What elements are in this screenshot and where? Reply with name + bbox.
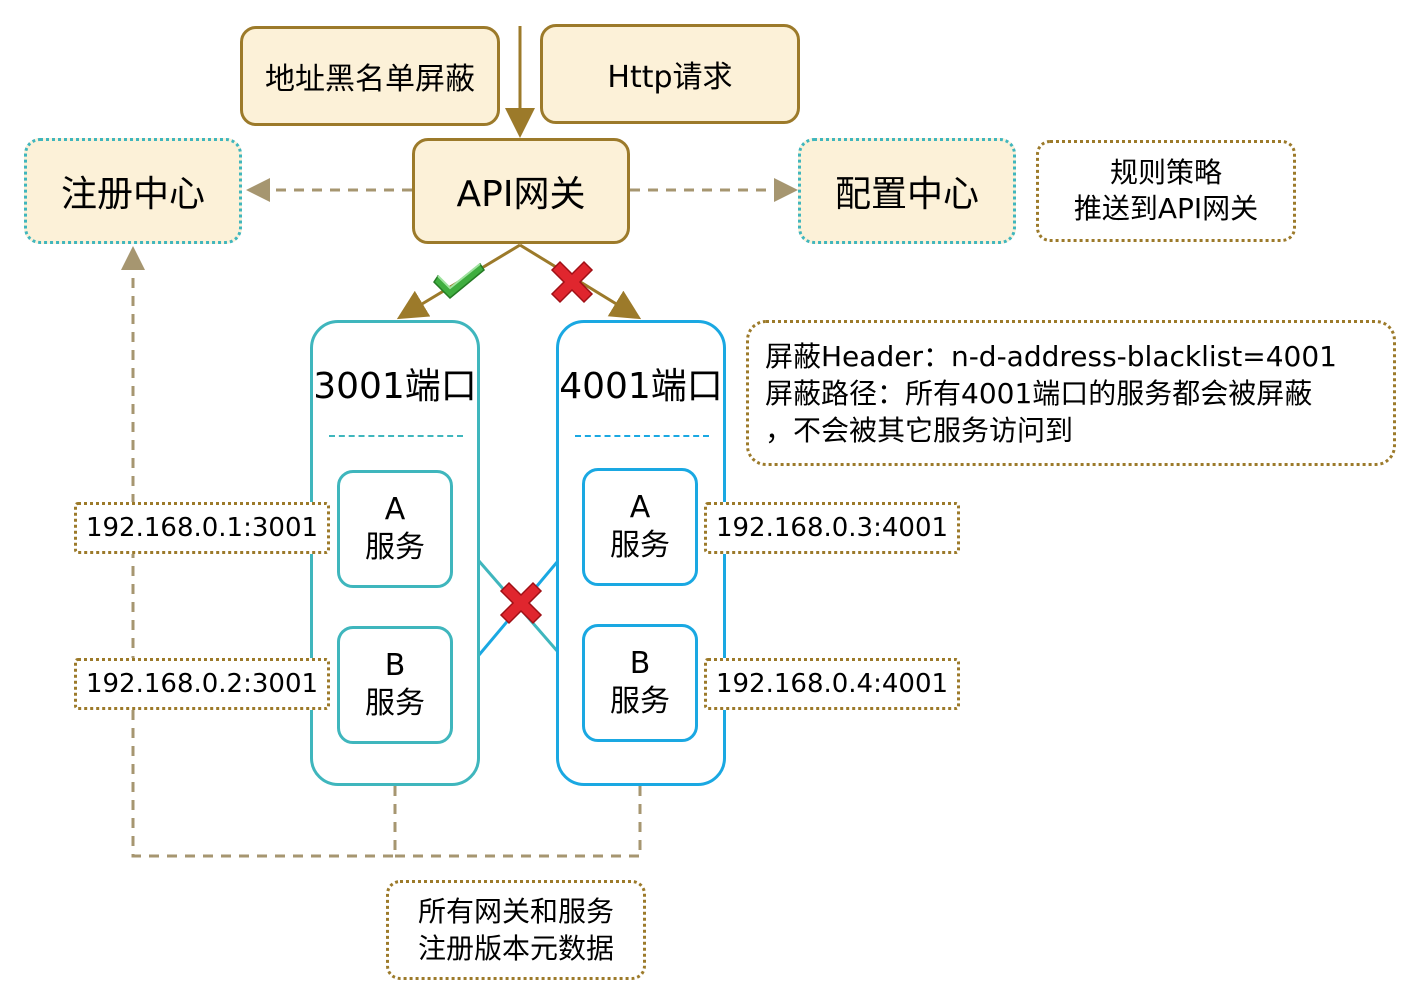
check-icon [433, 262, 486, 300]
service-b-4001-suffix: 服务 [610, 684, 670, 719]
metadata-note: 所有网关和服务 注册版本元数据 [386, 880, 646, 980]
ip-a-4001-text: 192.168.0.3:4001 [715, 513, 949, 543]
service-a-4001-name: A [629, 490, 651, 525]
registry-box: 注册中心 [24, 138, 242, 244]
config-center-label: 配置中心 [834, 174, 979, 215]
metadata-note-line1: 所有网关和服务 [417, 895, 614, 928]
service-a-4001: A 服务 [582, 468, 698, 586]
port-3001-divider [329, 435, 463, 437]
port-3001-title: 3001端口 [313, 366, 477, 407]
service-b-4001: B 服务 [582, 624, 698, 742]
api-gateway-label: API网关 [456, 174, 586, 215]
blacklist-label: 地址黑名单屏蔽 [265, 62, 475, 97]
registry-label: 注册中心 [60, 174, 205, 215]
ip-a-4001: 192.168.0.3:4001 [704, 502, 960, 554]
shield-note-line1: 屏蔽Header：n-d-address-blacklist=4001 [765, 339, 1337, 373]
cross-icon [550, 260, 594, 304]
config-center-box: 配置中心 [798, 138, 1016, 244]
rule-note-line2: 推送到API网关 [1073, 192, 1259, 225]
shield-note: 屏蔽Header：n-d-address-blacklist=4001 屏蔽路径… [746, 320, 1396, 466]
ip-a-3001: 192.168.0.1:3001 [74, 502, 330, 554]
registration-loop-line [121, 246, 397, 858]
shield-note-line3: ，不会被其它服务访问到 [765, 413, 1074, 447]
service-b-3001-name: B [384, 648, 406, 683]
ip-a-3001-text: 192.168.0.1:3001 [85, 513, 319, 543]
http-request-label: Http请求 [607, 60, 733, 95]
port-4001-title: 4001端口 [559, 366, 723, 407]
service-b-3001: B 服务 [337, 626, 453, 744]
ip-b-3001: 192.168.0.2:3001 [74, 658, 330, 710]
ip-b-3001-text: 192.168.0.2:3001 [85, 669, 319, 699]
api-gateway-box: API网关 [412, 138, 630, 244]
metadata-note-line2: 注册版本元数据 [417, 932, 614, 965]
service-a-3001: A 服务 [337, 470, 453, 588]
http-request-box: Http请求 [540, 24, 800, 124]
service-a-3001-suffix: 服务 [365, 530, 425, 565]
service-b-4001-name: B [629, 646, 651, 681]
service-a-4001-suffix: 服务 [610, 528, 670, 563]
port-4001-divider [575, 435, 709, 437]
shield-note-line2: 屏蔽路径：所有4001端口的服务都会被屏蔽 [765, 376, 1313, 410]
ip-b-4001-text: 192.168.0.4:4001 [715, 669, 949, 699]
rule-note: 规则策略 推送到API网关 [1036, 140, 1296, 242]
service-b-3001-suffix: 服务 [365, 686, 425, 721]
rule-note-line1: 规则策略 [1109, 156, 1222, 189]
service-a-3001-name: A [384, 492, 406, 527]
cross-icon [499, 581, 543, 625]
ip-b-4001: 192.168.0.4:4001 [704, 658, 960, 710]
blacklist-box: 地址黑名单屏蔽 [240, 26, 500, 126]
